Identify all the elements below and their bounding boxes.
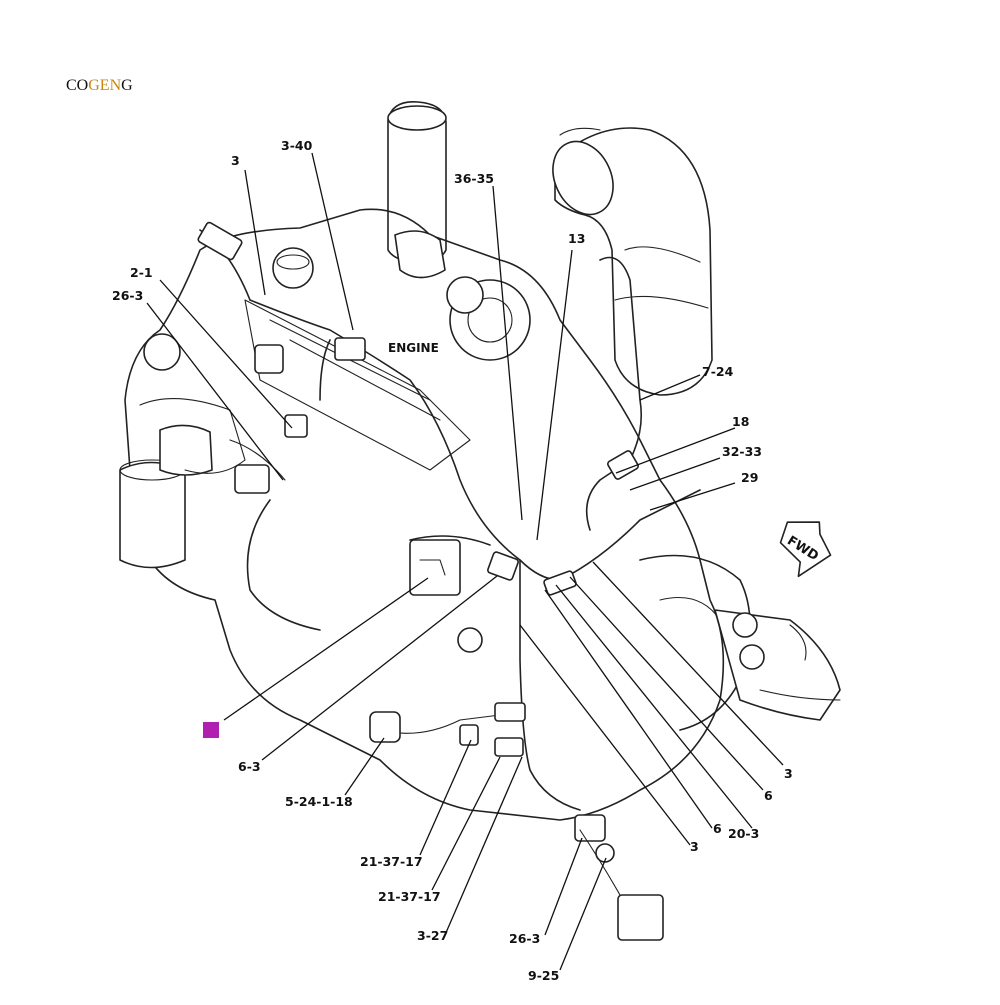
callout-6-3: 6-3 [238, 759, 261, 774]
brand-logo-part2: GEN [88, 77, 121, 94]
callout-36-35: 36-35 [454, 171, 494, 186]
exhaust-stack-opening [387, 105, 447, 131]
callout-2-1: 2-1 [130, 265, 153, 280]
forward-direction-arrow: FWD [779, 521, 832, 578]
callout-29: 29 [741, 470, 758, 485]
callout-labels: 3 3-40 36-35 13 2-1 26-3 7-24 18 32-33 2… [112, 138, 793, 983]
callout-13: 13 [568, 231, 585, 246]
callout-20-3: 20-3 [728, 826, 759, 841]
brand-logo: COGENG [66, 77, 133, 94]
callout-32-33: 32-33 [722, 444, 762, 459]
callout-3-27: 3-27 [417, 928, 448, 943]
callout-26-3-left: 26-3 [112, 288, 143, 303]
callout-5-24-1-18: 5-24-1-18 [285, 794, 353, 809]
callout-3-top: 3 [231, 153, 240, 168]
fuel-filter [119, 461, 186, 569]
callout-3-right: 3 [784, 766, 793, 781]
callout-18: 18 [732, 414, 749, 429]
engine-label: ENGINE [388, 341, 439, 355]
callout-26-3-bottom: 26-3 [509, 931, 540, 946]
intake-clamp [552, 140, 614, 216]
brand-logo-part1: CO [66, 77, 88, 94]
callout-3-lower: 3 [690, 839, 699, 854]
brand-logo-text: COGENG [66, 77, 133, 94]
callout-6-right: 6 [764, 788, 773, 803]
callout-9-25: 9-25 [528, 968, 559, 983]
callout-6-lower: 6 [713, 821, 722, 836]
callout-7-24: 7-24 [702, 364, 734, 379]
brand-logo-part3: G [121, 77, 133, 94]
callout-3-40: 3-40 [281, 138, 313, 153]
fwd-arrow-shape [779, 521, 832, 578]
highlight-marker [203, 722, 219, 738]
engine-line-art: ENGINE [119, 101, 841, 941]
leader-lines [146, 152, 784, 971]
callout-21-37-17-a: 21-37-17 [360, 854, 423, 869]
callout-21-37-17-b: 21-37-17 [378, 889, 441, 904]
